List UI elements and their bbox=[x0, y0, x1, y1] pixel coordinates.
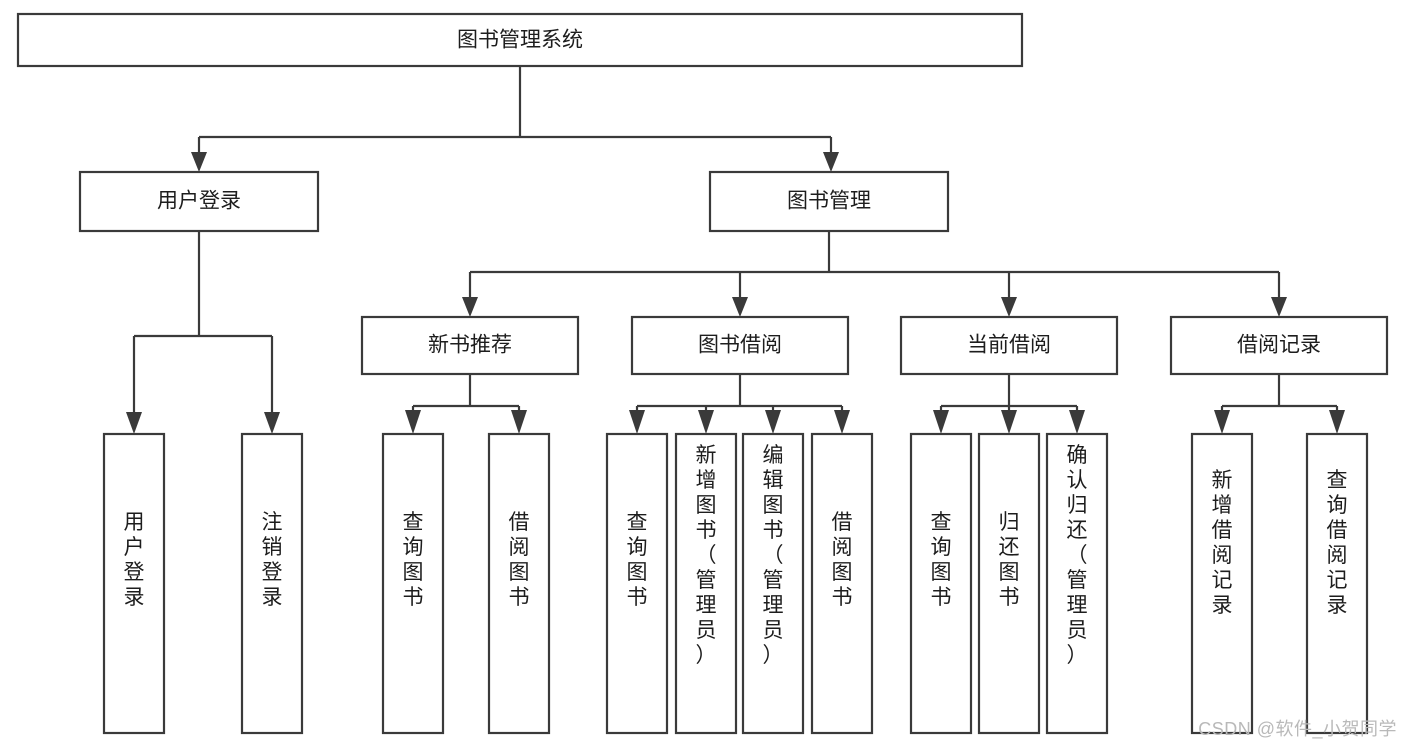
node-borrow-record[interactable]: 借阅记录 bbox=[1169, 315, 1389, 376]
node-leaf-query-book-3-box[interactable] bbox=[909, 432, 973, 735]
node-leaf-user-login-label: 用户登录 bbox=[124, 511, 145, 609]
node-leaf-logout[interactable]: 注销登录 bbox=[240, 432, 304, 735]
node-leaf-query-book-2-box[interactable] bbox=[605, 432, 669, 735]
node-root[interactable]: 图书管理系统 bbox=[16, 12, 1024, 68]
arrow-bb-leaf-4 bbox=[834, 410, 850, 434]
node-book-borrow-label: 图书借阅 bbox=[698, 334, 782, 357]
node-leaf-return-book[interactable]: 归还图书 bbox=[977, 432, 1041, 735]
node-leaf-add-book-box[interactable] bbox=[674, 432, 738, 735]
arrow-cb-leaf-3 bbox=[1069, 410, 1085, 434]
node-leaf-query-book-1-label: 查询图书 bbox=[403, 511, 424, 609]
connector-group-book-management bbox=[462, 231, 1287, 317]
arrow-bm-to-current-borrow bbox=[1001, 297, 1017, 317]
node-leaf-query-book-1-box[interactable] bbox=[381, 432, 445, 735]
node-leaf-add-record[interactable]: 新增借阅记录 bbox=[1190, 432, 1254, 735]
arrow-bm-to-new-book bbox=[462, 297, 478, 317]
node-root-box[interactable] bbox=[16, 12, 1024, 68]
node-user-login-label: 用户登录 bbox=[157, 190, 241, 213]
node-leaf-confirm-return[interactable]: 确认归还（管理员） bbox=[1045, 432, 1109, 735]
node-user-login-box[interactable] bbox=[78, 170, 320, 233]
node-current-borrow[interactable]: 当前借阅 bbox=[899, 315, 1119, 376]
node-leaf-query-book-2[interactable]: 查询图书 bbox=[605, 432, 669, 735]
node-leaf-add-record-label: 新增借阅记录 bbox=[1212, 469, 1233, 617]
arrow-br-leaf-1 bbox=[1214, 410, 1230, 434]
node-leaf-confirm-return-label: 确认归还（管理员） bbox=[1067, 444, 1088, 667]
arrow-nbr-leaf-2 bbox=[511, 410, 527, 434]
node-leaf-query-book-1[interactable]: 查询图书 bbox=[381, 432, 445, 735]
node-leaf-edit-book-box[interactable] bbox=[741, 432, 805, 735]
node-leaf-add-record-box[interactable] bbox=[1190, 432, 1254, 735]
arrow-bb-leaf-2 bbox=[698, 410, 714, 434]
arrow-bb-leaf-1 bbox=[629, 410, 645, 434]
node-borrow-record-label: 借阅记录 bbox=[1237, 334, 1321, 357]
connector-group-new-book-recommend bbox=[405, 374, 527, 434]
arrow-cb-leaf-1 bbox=[933, 410, 949, 434]
node-leaf-logout-box[interactable] bbox=[240, 432, 304, 735]
node-leaf-query-record[interactable]: 查询借阅记录 bbox=[1305, 432, 1369, 735]
node-leaf-query-record-box[interactable] bbox=[1305, 432, 1369, 735]
connector-group-current-borrow bbox=[933, 374, 1085, 434]
node-new-book-recommend-label: 新书推荐 bbox=[428, 334, 512, 357]
node-current-borrow-label: 当前借阅 bbox=[967, 334, 1051, 357]
node-leaf-edit-book-label: 编辑图书（管理员） bbox=[763, 444, 784, 667]
node-new-book-recommend-box[interactable] bbox=[360, 315, 580, 376]
node-leaf-borrow-book-1-box[interactable] bbox=[487, 432, 551, 735]
node-leaf-user-login[interactable]: 用户登录 bbox=[102, 432, 166, 735]
node-leaf-query-book-3-label: 查询图书 bbox=[931, 511, 952, 609]
node-leaf-borrow-book-2[interactable]: 借阅图书 bbox=[810, 432, 874, 735]
node-leaf-return-book-label: 归还图书 bbox=[999, 511, 1020, 609]
node-leaf-return-book-box[interactable] bbox=[977, 432, 1041, 735]
node-book-management[interactable]: 图书管理 bbox=[708, 170, 950, 233]
arrow-bm-to-borrow-record bbox=[1271, 297, 1287, 317]
connector-group-borrow-record bbox=[1214, 374, 1345, 434]
node-leaf-borrow-book-1[interactable]: 借阅图书 bbox=[487, 432, 551, 735]
node-leaf-borrow-book-1-label: 借阅图书 bbox=[509, 511, 530, 609]
node-leaf-query-book-2-label: 查询图书 bbox=[627, 511, 648, 609]
node-leaf-confirm-return-box[interactable] bbox=[1045, 432, 1109, 735]
node-root-label: 图书管理系统 bbox=[457, 29, 583, 52]
node-book-management-label: 图书管理 bbox=[787, 190, 871, 213]
node-leaf-edit-book[interactable]: 编辑图书（管理员） bbox=[741, 432, 805, 735]
node-leaf-borrow-book-2-label: 借阅图书 bbox=[832, 511, 853, 609]
connector-group-root bbox=[191, 66, 839, 172]
arrow-nbr-leaf-1 bbox=[405, 410, 421, 434]
arrow-user-login-leaf-1 bbox=[126, 412, 142, 434]
connector-group-book-borrow bbox=[629, 374, 850, 434]
node-book-borrow[interactable]: 图书借阅 bbox=[630, 315, 850, 376]
node-book-borrow-box[interactable] bbox=[630, 315, 850, 376]
arrow-bb-leaf-3 bbox=[765, 410, 781, 434]
node-borrow-record-box[interactable] bbox=[1169, 315, 1389, 376]
node-book-management-box[interactable] bbox=[708, 170, 950, 233]
node-new-book-recommend[interactable]: 新书推荐 bbox=[360, 315, 580, 376]
node-leaf-logout-label: 注销登录 bbox=[262, 511, 283, 609]
arrow-cb-leaf-2 bbox=[1001, 410, 1017, 434]
node-leaf-user-login-box[interactable] bbox=[102, 432, 166, 735]
node-leaf-borrow-book-2-box[interactable] bbox=[810, 432, 874, 735]
arrow-user-login-leaf-2 bbox=[264, 412, 280, 434]
arrow-root-to-book-management bbox=[823, 152, 839, 172]
node-user-login[interactable]: 用户登录 bbox=[78, 170, 320, 233]
csdn-watermark: CSDN @软件_小贺同学 bbox=[1198, 719, 1397, 739]
node-leaf-query-book-3[interactable]: 查询图书 bbox=[909, 432, 973, 735]
node-current-borrow-box[interactable] bbox=[899, 315, 1119, 376]
node-leaf-add-book-label: 新增图书（管理员） bbox=[696, 444, 717, 667]
arrow-bm-to-book-borrow bbox=[732, 297, 748, 317]
node-leaf-add-book[interactable]: 新增图书（管理员） bbox=[674, 432, 738, 735]
node-leaf-query-record-label: 查询借阅记录 bbox=[1327, 469, 1348, 617]
arrow-root-to-user-login bbox=[191, 152, 207, 172]
connector-group-user-login bbox=[126, 231, 280, 434]
arrow-br-leaf-2 bbox=[1329, 410, 1345, 434]
